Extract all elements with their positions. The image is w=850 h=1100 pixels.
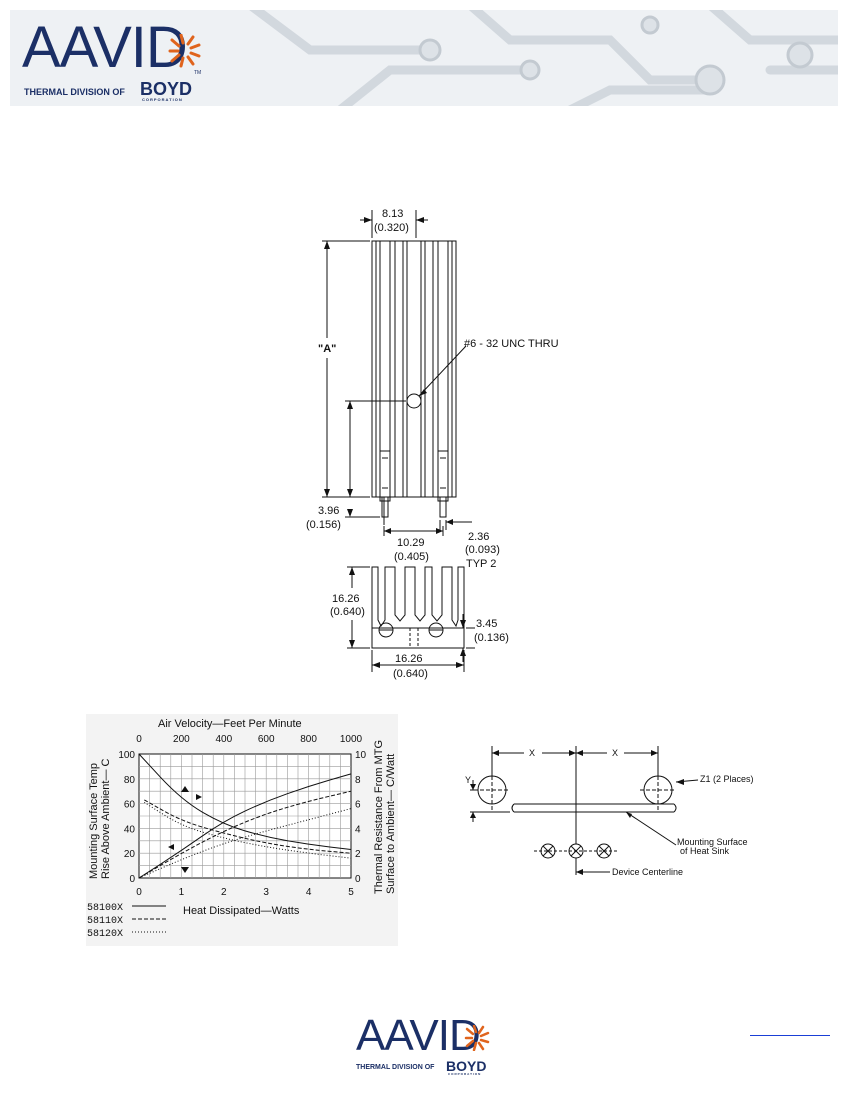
x-tick-label: 0 bbox=[136, 887, 142, 898]
header-banner: AAVID TM THERMAL DIVISION OF BOYD CORPOR… bbox=[10, 10, 838, 106]
dim-end-height-in: (0.640) bbox=[330, 606, 365, 618]
footer-link-underline[interactable] bbox=[750, 1033, 830, 1036]
logo-brand-sub: CORPORATION bbox=[142, 97, 183, 102]
y-tick-label: 20 bbox=[124, 849, 136, 860]
x2-tick-label: 200 bbox=[173, 734, 190, 745]
dim-pin-offset-mm: 3.96 bbox=[318, 505, 339, 517]
x2-tick-label: 600 bbox=[258, 734, 275, 745]
legend-label: 58110X bbox=[87, 916, 123, 927]
chart-x2-label: Air Velocity—Feet Per Minute bbox=[158, 718, 302, 730]
dim-width-in: (0.320) bbox=[374, 222, 409, 234]
chart-y-label: Mounting Surface Temp Rise Above Ambient… bbox=[88, 758, 112, 879]
chart-series bbox=[138, 753, 352, 879]
dim-pin-spacing-in: (0.405) bbox=[394, 551, 429, 563]
mounting-surface-line bbox=[511, 803, 677, 813]
footer-starburst-icon bbox=[464, 1025, 490, 1051]
y2-tick-label: 6 bbox=[355, 800, 361, 811]
dim-end-height-mm: 16.26 bbox=[332, 593, 360, 605]
logo-brand: BOYD bbox=[140, 79, 193, 99]
series-line-58100X-thermal_resistance bbox=[138, 753, 352, 850]
y2-tick-label: 10 bbox=[355, 750, 367, 761]
logo-wordmark: AAVID bbox=[22, 15, 188, 80]
dim-width-mm: 8.13 bbox=[382, 208, 403, 220]
logo-tm: TM bbox=[194, 70, 202, 76]
dim-end-width-mm: 16.26 bbox=[395, 653, 423, 665]
chart-y2-label-line2: Surface to Ambient— C/Watt bbox=[385, 754, 397, 894]
dim-length-label: "A" bbox=[318, 343, 336, 355]
x-tick-label: 2 bbox=[221, 887, 227, 898]
footer-brand-sub: CORPORATION bbox=[448, 1072, 482, 1076]
chart-arrows bbox=[168, 786, 202, 873]
y2-tick-label: 0 bbox=[355, 874, 361, 885]
series-line-58100X-temperature_rise bbox=[138, 773, 352, 879]
footer-logo-wordmark: AAVID bbox=[356, 1011, 481, 1060]
centerline-label: Device Centerline bbox=[612, 867, 683, 877]
series-line-58120X-thermal_resistance bbox=[144, 801, 352, 859]
dim-end-base-in: (0.136) bbox=[474, 632, 509, 644]
device-pins bbox=[534, 843, 618, 859]
x-tick-label: 5 bbox=[348, 887, 354, 898]
y-tick-label: 60 bbox=[124, 800, 136, 811]
mounting-pattern-diagram: X X Y Z1 (2 Places) Mounting Surface of … bbox=[465, 746, 754, 877]
legend-label: 58120X bbox=[87, 929, 123, 940]
dim-end-width-in: (0.640) bbox=[393, 668, 428, 680]
dim-pin-note: TYP 2 bbox=[466, 558, 496, 570]
x-tick-label: 4 bbox=[306, 887, 312, 898]
dim-pin-offset-in: (0.156) bbox=[306, 519, 341, 531]
surface-label-1: Mounting Surface bbox=[677, 837, 748, 847]
x-tick-label: 3 bbox=[263, 887, 269, 898]
dim-x-left: X bbox=[529, 748, 535, 758]
chart-legend: 58100X 58110X 58120X bbox=[87, 903, 166, 940]
circuit-board-background bbox=[10, 10, 838, 106]
heat-sink-top-view-drawing: 8.13 (0.320) "A" #6 - 32 UNC THRU 3.96 (… bbox=[306, 208, 559, 680]
logo-starburst-icon bbox=[168, 34, 201, 68]
chart-y-label-line1: Mounting Surface Temp bbox=[88, 763, 100, 879]
solder-pin-left bbox=[379, 450, 391, 502]
chart-grid bbox=[138, 753, 352, 879]
chart-y2-label-line1: Thermal Resistance From MTG bbox=[373, 740, 385, 894]
series-line-58110X-temperature_rise bbox=[138, 790, 352, 879]
dim-x-right: X bbox=[612, 748, 618, 758]
footer-brand: BOYD bbox=[446, 1058, 487, 1074]
hole-callout: #6 - 32 UNC THRU bbox=[464, 338, 559, 350]
dim-y: Y bbox=[465, 775, 471, 785]
series-line-58120X-temperature_rise bbox=[138, 808, 352, 879]
dim-pin-dia-in: (0.093) bbox=[465, 544, 500, 556]
footer-logo[interactable]: AAVID THERMAL DIVISION OF BOYD CORPORATI… bbox=[356, 1012, 491, 1078]
legend-label: 58100X bbox=[87, 903, 123, 914]
y-tick-label: 100 bbox=[118, 750, 135, 761]
x2-tick-label: 0 bbox=[136, 734, 142, 745]
y-tick-label: 80 bbox=[124, 775, 136, 786]
heat-sink-body bbox=[371, 240, 457, 498]
series-line-58110X-thermal_resistance bbox=[144, 799, 352, 854]
footer-tagline: THERMAL DIVISION OF bbox=[356, 1064, 435, 1071]
chart-x-label: Heat Dissipated—Watts bbox=[183, 905, 300, 917]
y-tick-label: 0 bbox=[129, 874, 135, 885]
header-logo[interactable]: AAVID TM THERMAL DIVISION OF BOYD CORPOR… bbox=[22, 16, 207, 104]
logo-tagline: THERMAL DIVISION OF bbox=[24, 87, 125, 97]
x-tick-label: 1 bbox=[179, 887, 185, 898]
dim-pin-dia-mm: 2.36 bbox=[468, 531, 489, 543]
y-tick-label: 40 bbox=[124, 824, 136, 835]
x2-tick-label: 400 bbox=[215, 734, 232, 745]
surface-label-2: of Heat Sink bbox=[680, 846, 730, 856]
y2-tick-label: 8 bbox=[355, 775, 361, 786]
x2-tick-label: 800 bbox=[300, 734, 317, 745]
y2-tick-label: 4 bbox=[355, 824, 361, 835]
chart-y-label-line2: Rise Above Ambient— C bbox=[100, 758, 112, 879]
solder-pin-right bbox=[437, 450, 449, 502]
x2-tick-label: 1000 bbox=[340, 734, 363, 745]
chart-y2-label: Thermal Resistance From MTG Surface to A… bbox=[373, 737, 397, 894]
dim-end-base-mm: 3.45 bbox=[476, 618, 497, 630]
y2-tick-label: 2 bbox=[355, 849, 361, 860]
dim-pin-spacing-mm: 10.29 bbox=[397, 537, 425, 549]
hole-label: Z1 (2 Places) bbox=[700, 774, 754, 784]
mounting-hole bbox=[406, 393, 422, 409]
